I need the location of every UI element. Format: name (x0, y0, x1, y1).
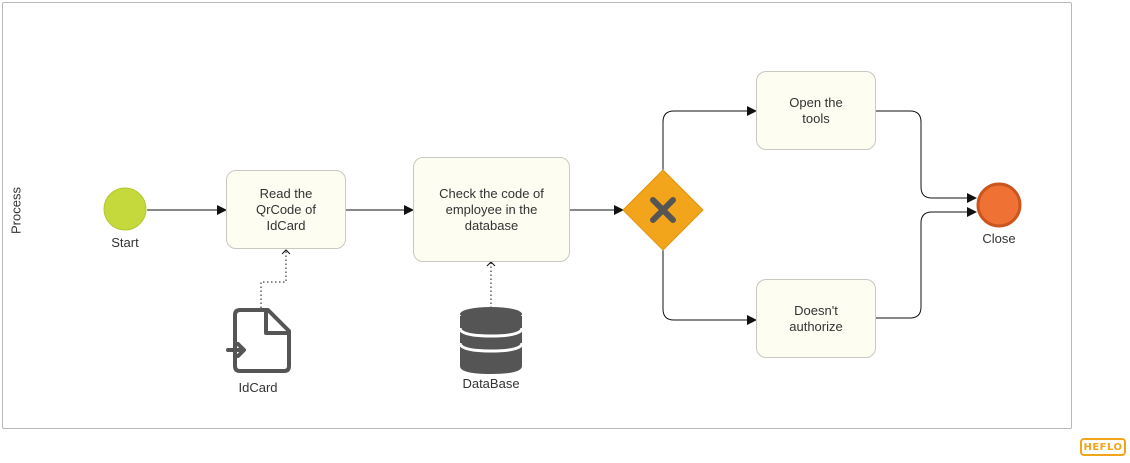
task-check-code[interactable]: Check the code of employee in the databa… (413, 157, 570, 262)
heflo-logo: HEFLO (1080, 438, 1126, 456)
end-event[interactable] (976, 182, 1022, 228)
flow-deny-to-close[interactable] (876, 207, 977, 319)
process-pool: Process (2, 2, 1072, 429)
end-event-label: Close (982, 231, 1016, 246)
task-doesnt-authorize[interactable]: Doesn't authorize (756, 279, 876, 358)
exclusive-gateway[interactable] (622, 169, 704, 251)
gateway-x-icon (650, 197, 676, 223)
document-icon[interactable] (226, 308, 291, 373)
start-event-label: Start (111, 235, 139, 250)
flow-gateway-to-open[interactable] (662, 106, 757, 170)
task-read-qrcode[interactable]: Read the QrCode of IdCard (226, 170, 346, 249)
flow-gateway-to-deny[interactable] (662, 250, 757, 325)
start-event[interactable] (103, 187, 147, 231)
idcard-label: IdCard (238, 380, 278, 395)
database-label: DataBase (462, 376, 520, 391)
task-open-tools[interactable]: Open the tools (756, 71, 876, 150)
database-icon[interactable] (458, 307, 524, 374)
assoc-idcard-to-read[interactable] (260, 249, 291, 308)
flow-open-to-close[interactable] (876, 110, 977, 203)
